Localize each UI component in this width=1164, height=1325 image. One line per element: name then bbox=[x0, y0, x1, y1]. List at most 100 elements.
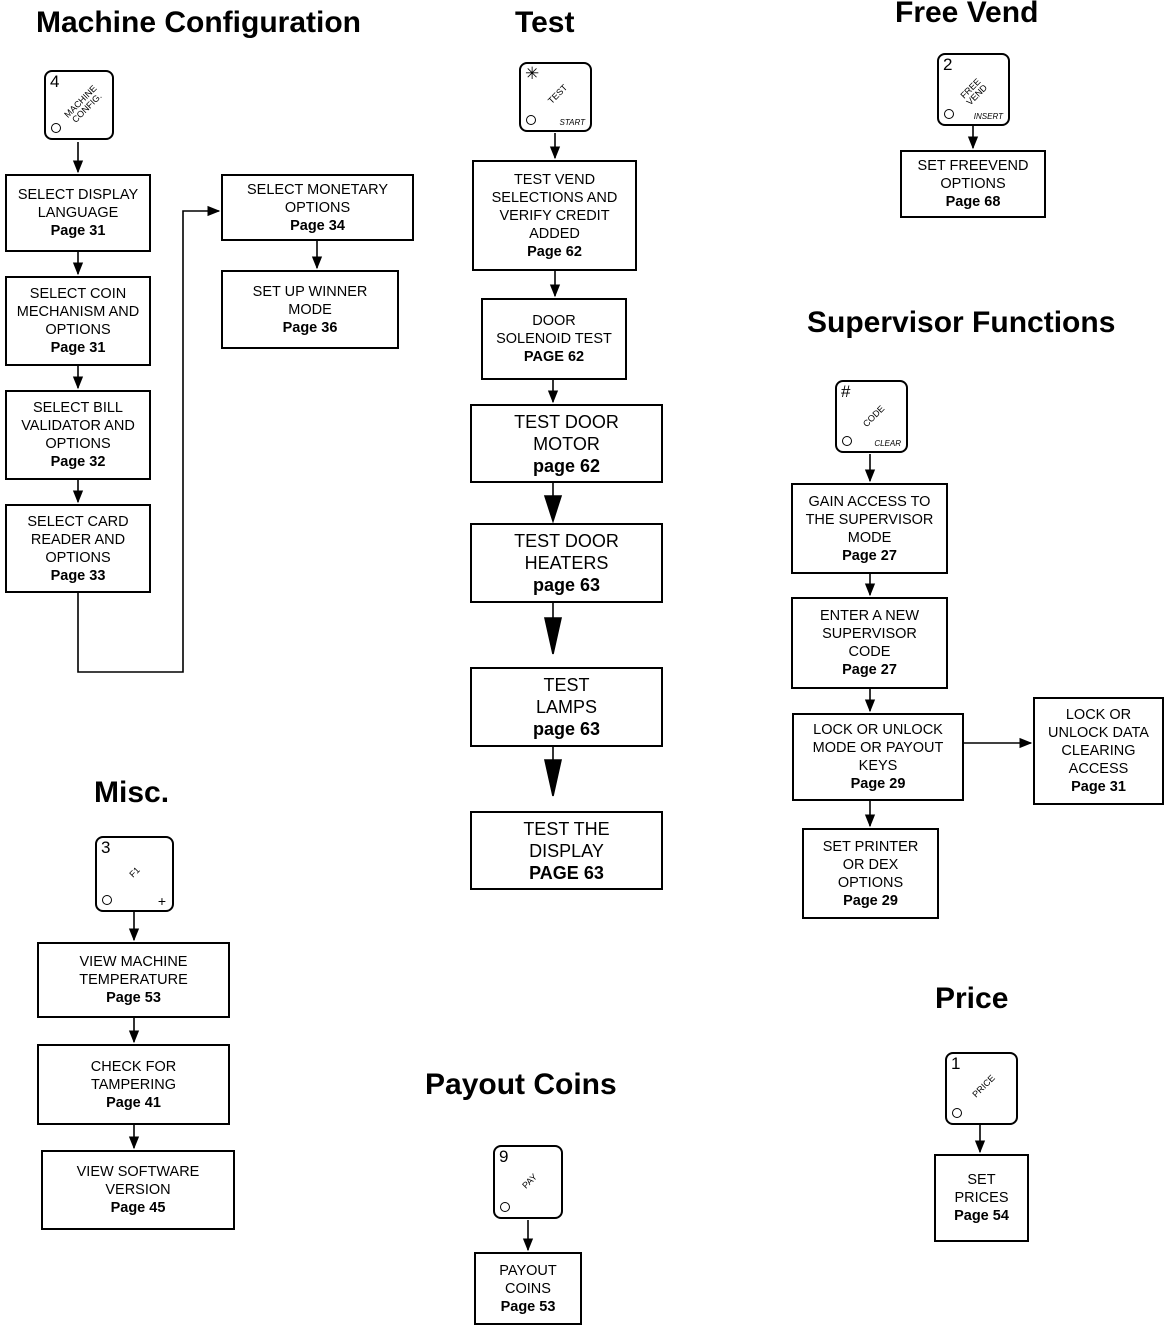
key-sublabel: START bbox=[559, 118, 585, 127]
key-led-icon bbox=[952, 1108, 962, 1118]
box-text: TEST VEND SELECTIONS AND VERIFY CREDIT A… bbox=[491, 171, 618, 242]
box-page: Page 34 bbox=[290, 217, 345, 234]
box-text: LOCK OR UNLOCK MODE OR PAYOUT KEYS bbox=[812, 722, 944, 774]
key-number: 4 bbox=[50, 72, 60, 91]
box-text: SELECT DISPLAY LANGUAGE bbox=[17, 187, 139, 221]
key-led-icon bbox=[500, 1202, 510, 1212]
box-text: VIEW MACHINE TEMPERATURE bbox=[79, 954, 188, 988]
gain-access-supervisor-box: GAIN ACCESS TO THE SUPERVISOR MODE Page … bbox=[791, 483, 948, 574]
box-page: PAGE 63 bbox=[529, 862, 604, 883]
box-text: SELECT BILL VALIDATOR AND OPTIONS bbox=[21, 400, 135, 452]
door-solenoid-test-box: DOOR SOLENOID TEST PAGE 62 bbox=[481, 298, 627, 380]
box-page: Page 53 bbox=[500, 1298, 556, 1315]
key-sublabel: INSERT bbox=[973, 112, 1003, 121]
key-sublabel: CLEAR bbox=[874, 439, 901, 448]
key-label: FREE VEND bbox=[958, 76, 990, 108]
key-led-icon bbox=[944, 109, 954, 119]
set-freevend-options-box: SET FREEVEND OPTIONS Page 68 bbox=[900, 150, 1046, 218]
plus-icon: + bbox=[157, 893, 166, 909]
key-label: TEST bbox=[545, 82, 570, 106]
box-page: Page 54 bbox=[954, 1208, 1009, 1224]
box-text: SET PRINTER OR DEX OPTIONS bbox=[822, 838, 919, 891]
lock-unlock-data-clearing-box: LOCK OR UNLOCK DATA CLEARING ACCESS Page… bbox=[1033, 697, 1164, 805]
box-page: Page 29 bbox=[843, 892, 898, 909]
box-page: Page 27 bbox=[842, 662, 897, 678]
view-software-version-box: VIEW SOFTWARE VERSION Page 45 bbox=[41, 1150, 235, 1230]
payout-coins-title: Payout Coins bbox=[425, 1068, 617, 1101]
box-page: Page 45 bbox=[110, 1200, 166, 1216]
box-text: SET FREEVEND OPTIONS bbox=[917, 158, 1029, 192]
box-text: SET UP WINNER MODE bbox=[252, 283, 368, 318]
box-page: Page 53 bbox=[106, 990, 161, 1006]
box-text: ENTER A NEW SUPERVISOR CODE bbox=[819, 608, 920, 660]
box-text: VIEW SOFTWARE VERSION bbox=[76, 1164, 200, 1198]
box-page: Page 68 bbox=[945, 194, 1001, 210]
box-page: Page 33 bbox=[50, 567, 106, 584]
key-led-icon bbox=[102, 895, 112, 905]
box-page: Page 31 bbox=[1071, 779, 1126, 795]
price-key[interactable]: 1 PRICE bbox=[945, 1052, 1018, 1125]
key-label: PAY bbox=[520, 1171, 540, 1191]
box-text: TEST DOOR HEATERS bbox=[514, 531, 619, 573]
test-door-motor-box: TEST DOOR MOTOR page 62 bbox=[470, 404, 663, 483]
set-up-winner-mode-box: SET UP WINNER MODE Page 36 bbox=[221, 270, 399, 349]
key-led-icon bbox=[842, 436, 852, 446]
box-page: page 62 bbox=[532, 455, 601, 476]
box-page: Page 27 bbox=[842, 547, 897, 564]
payout-key[interactable]: 9 PAY bbox=[493, 1145, 563, 1219]
box-text: SET PRICES bbox=[954, 1172, 1009, 1206]
box-text: SELECT MONETARY OPTIONS bbox=[246, 181, 388, 216]
test-lamps-box: TEST LAMPS page 63 bbox=[470, 667, 663, 747]
select-display-language-box: SELECT DISPLAY LANGUAGE Page 31 bbox=[5, 174, 151, 252]
box-page: Page 29 bbox=[850, 776, 906, 792]
test-key[interactable]: ✳ TEST START bbox=[519, 62, 592, 132]
box-text: CHECK FOR TAMPERING bbox=[90, 1058, 177, 1093]
lock-unlock-mode-box: LOCK OR UNLOCK MODE OR PAYOUT KEYS Page … bbox=[792, 713, 964, 801]
test-display-box: TEST THE DISPLAY PAGE 63 bbox=[470, 811, 663, 890]
set-prices-box: SET PRICES Page 54 bbox=[934, 1154, 1029, 1242]
select-bill-validator-box: SELECT BILL VALIDATOR AND OPTIONS Page 3… bbox=[5, 390, 151, 480]
box-page: Page 36 bbox=[282, 319, 338, 336]
box-text: SELECT COIN MECHANISM AND OPTIONS bbox=[16, 286, 140, 338]
box-text: PAYOUT COINS bbox=[499, 1262, 557, 1297]
test-vend-selections-box: TEST VEND SELECTIONS AND VERIFY CREDIT A… bbox=[472, 160, 637, 271]
free-vend-key[interactable]: 2 FREE VEND INSERT bbox=[937, 53, 1010, 126]
box-text: GAIN ACCESS TO THE SUPERVISOR MODE bbox=[805, 493, 934, 546]
key-number: 3 bbox=[101, 838, 111, 857]
enter-new-supervisor-code-box: ENTER A NEW SUPERVISOR CODE Page 27 bbox=[791, 597, 948, 689]
box-page: page 63 bbox=[532, 575, 601, 595]
select-card-reader-box: SELECT CARD READER AND OPTIONS Page 33 bbox=[5, 504, 151, 593]
payout-coins-box: PAYOUT COINS Page 53 bbox=[474, 1252, 582, 1325]
key-label: F1 bbox=[127, 864, 142, 880]
star-icon: ✳ bbox=[525, 64, 540, 83]
free-vend-title: Free Vend bbox=[895, 0, 1039, 29]
box-text: TEST THE DISPLAY bbox=[523, 818, 610, 861]
box-page: Page 62 bbox=[527, 243, 582, 260]
box-text: SELECT CARD READER AND OPTIONS bbox=[27, 513, 129, 566]
key-led-icon bbox=[526, 115, 536, 125]
select-coin-mechanism-box: SELECT COIN MECHANISM AND OPTIONS Page 3… bbox=[5, 276, 151, 366]
supervisor-key[interactable]: # CODE CLEAR bbox=[835, 380, 908, 453]
box-page: Page 31 bbox=[50, 340, 106, 356]
box-text: DOOR SOLENOID TEST bbox=[496, 313, 612, 347]
misc-key[interactable]: 3 F1 + bbox=[95, 836, 174, 912]
key-label: MACHINE CONFIG. bbox=[62, 83, 104, 125]
box-text: TEST LAMPS bbox=[535, 675, 598, 717]
key-number: 9 bbox=[499, 1147, 509, 1166]
supervisor-title: Supervisor Functions bbox=[807, 306, 1116, 339]
select-monetary-options-box: SELECT MONETARY OPTIONS Page 34 bbox=[221, 174, 414, 241]
hash-icon: # bbox=[841, 382, 851, 401]
test-door-heaters-box: TEST DOOR HEATERS page 63 bbox=[470, 523, 663, 603]
key-number: 1 bbox=[951, 1054, 961, 1073]
test-title: Test bbox=[515, 6, 575, 39]
key-number: 2 bbox=[943, 55, 953, 74]
misc-title: Misc. bbox=[94, 776, 170, 809]
machine-config-title: Machine Configuration bbox=[36, 6, 361, 39]
box-page: Page 32 bbox=[50, 454, 106, 470]
box-page: Page 31 bbox=[50, 223, 106, 239]
machine-config-key[interactable]: 4 MACHINE CONFIG. bbox=[44, 70, 114, 140]
view-machine-temperature-box: VIEW MACHINE TEMPERATURE Page 53 bbox=[37, 942, 230, 1018]
box-page: page 63 bbox=[532, 719, 601, 739]
key-label: CODE bbox=[860, 403, 887, 429]
